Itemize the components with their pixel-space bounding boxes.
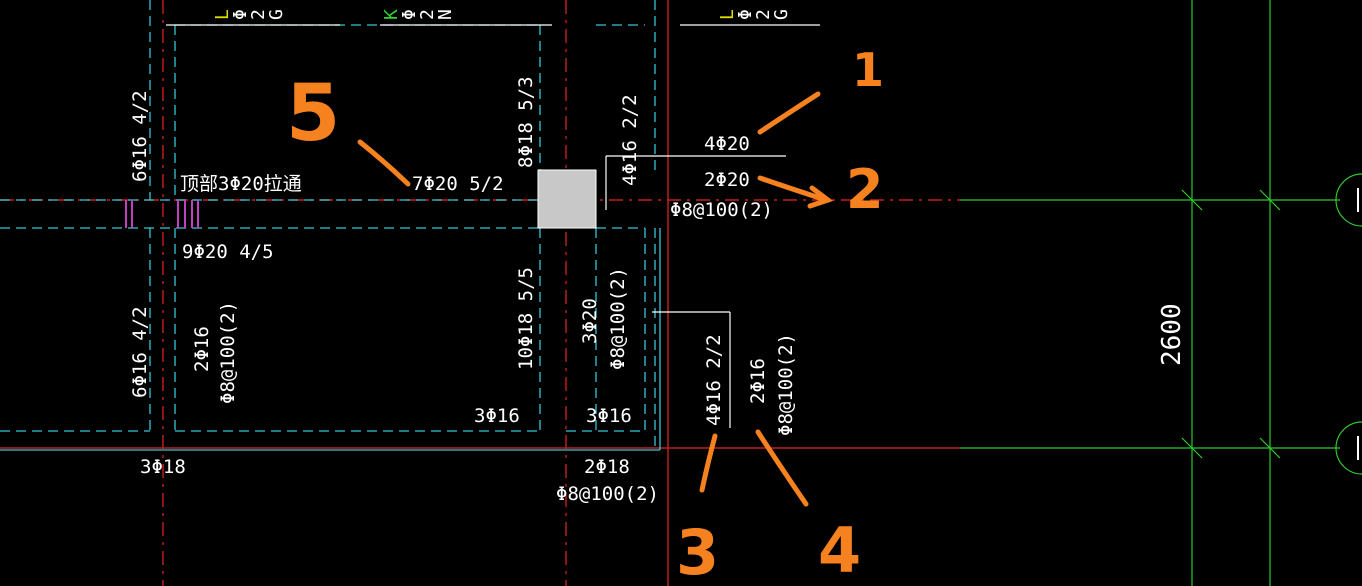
- outer-beam-edge: [0, 228, 661, 451]
- bottom-left-outer-label: 3Φ18: [140, 456, 186, 478]
- mid-col-lower-label: 10Φ18 5/5: [515, 267, 537, 370]
- leader-bottom-label-2: 2Φ16: [747, 358, 769, 404]
- column-block[interactable]: [537, 169, 597, 229]
- svg-text:2: 2: [417, 9, 438, 20]
- leader-top-label-3: Φ8@100(2): [670, 199, 773, 221]
- leader-top-label-1: 4Φ20: [704, 133, 750, 155]
- rebar-labels: 6Φ16 4/2 6Φ16 4/2 顶部3Φ20拉通 7Φ20 5/2 9Φ20…: [129, 76, 1187, 505]
- orange-annotation-numbers: 1 2 3 4 5: [286, 43, 884, 586]
- mid-col-upper-label: 8Φ18 5/3: [515, 76, 537, 168]
- left-stirrup-label-b: Φ8@100(2): [217, 301, 239, 404]
- bottom-left-inner-label: 3Φ16: [474, 405, 520, 427]
- annotation-3: 3: [676, 516, 719, 586]
- bottom-mid-label-a: 2Φ18: [584, 456, 630, 478]
- svg-text:K: K: [381, 9, 402, 20]
- right-upper-vertical-label: 4Φ16 2/2: [619, 94, 641, 186]
- svg-text:G: G: [266, 9, 287, 20]
- annotation-5: 5: [286, 69, 340, 159]
- leader-bottom-label-1: 4Φ16 2/2: [703, 334, 725, 426]
- svg-text:2: 2: [753, 9, 774, 20]
- annotation-1: 1: [852, 43, 884, 97]
- bottom-right-inner-label: 3Φ16: [586, 405, 632, 427]
- leader-lines: [166, 24, 820, 428]
- svg-text:Φ: Φ: [230, 9, 251, 20]
- leader-top-label-2: 2Φ20: [704, 169, 750, 191]
- left-upper-vertical-label: 6Φ16 4/2: [129, 90, 151, 182]
- svg-text:L: L: [717, 9, 738, 20]
- svg-text:Φ: Φ: [735, 9, 756, 20]
- axis-lines: [0, 0, 960, 586]
- svg-text:G: G: [771, 9, 792, 20]
- dimension-label: 2600: [1157, 303, 1187, 366]
- right-beam-label-a: 3Φ20: [579, 298, 601, 344]
- annotation-4: 4: [818, 514, 861, 586]
- svg-text:2: 2: [248, 9, 269, 20]
- beam-bottom-span-label: 9Φ20 4/5: [182, 241, 274, 263]
- left-lower-vertical-label: 6Φ16 4/2: [129, 306, 151, 398]
- stirrup-marks: [125, 200, 199, 228]
- svg-text:N: N: [435, 9, 456, 20]
- top-through-bars-label: 顶部3Φ20拉通: [180, 173, 302, 195]
- bottom-mid-label-b: Φ8@100(2): [556, 483, 659, 505]
- svg-text:L: L: [212, 9, 233, 20]
- leader-bottom-label-3: Φ8@100(2): [775, 333, 797, 436]
- beam-top-span-label: 7Φ20 5/2: [412, 173, 504, 195]
- svg-text:Φ: Φ: [399, 9, 420, 20]
- orange-annotation-strokes: [357, 91, 834, 507]
- top-clipped-labels: L Φ 2 G K Φ 2 N L Φ 2 G: [212, 9, 792, 20]
- grid-lines: [960, 0, 1362, 586]
- left-stirrup-label-a: 2Φ16: [191, 326, 213, 372]
- right-beam-label-b: Φ8@100(2): [607, 267, 629, 370]
- annotation-2: 2: [846, 158, 884, 221]
